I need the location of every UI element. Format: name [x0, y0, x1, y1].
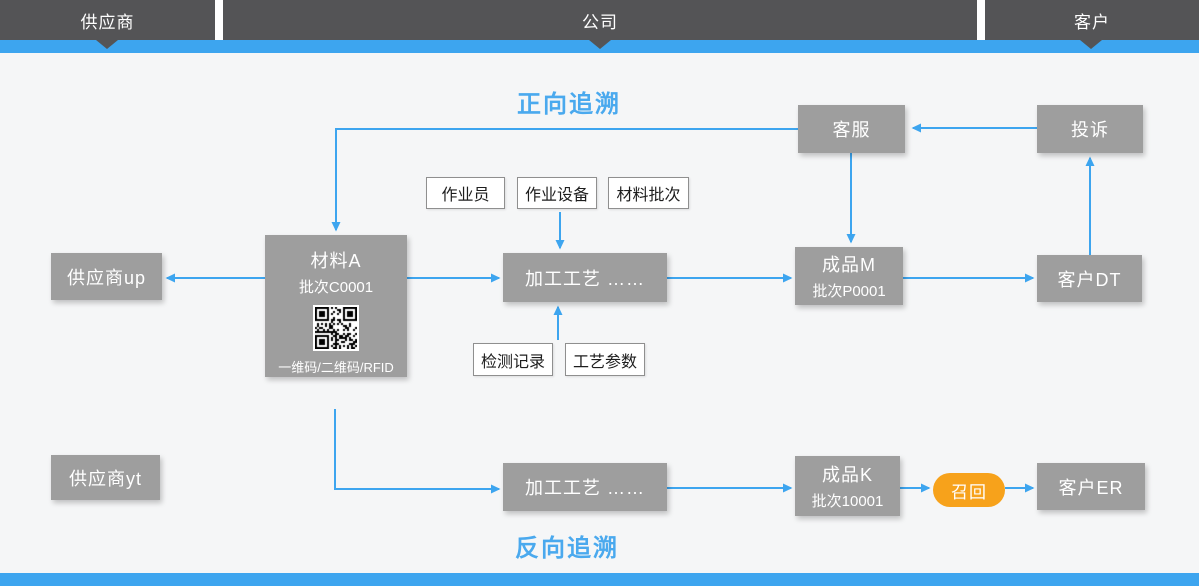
- node-material-a-code-label: 一维码/二维码/RFID: [278, 360, 394, 375]
- lane-company-label: 公司: [582, 12, 618, 32]
- qr-code: [313, 305, 359, 351]
- lane-customer-label: 客户: [1074, 12, 1110, 32]
- tag-equipment-label: 作业设备: [524, 187, 589, 204]
- tag-material-batch-label: 材料批次: [616, 187, 681, 204]
- node-product-m-batch: 批次P0001: [812, 283, 886, 300]
- node-product-m-name: 成品M: [822, 255, 876, 275]
- lane-pointer-customer-icon: [1080, 40, 1102, 49]
- node-process-1: 加工工艺 ……: [503, 253, 667, 302]
- tag-process-params: 工艺参数: [565, 343, 645, 376]
- tag-inspection-record: 检测记录: [473, 343, 553, 376]
- recall-badge: 召回: [933, 473, 1005, 507]
- node-material-a-batch: 批次C0001: [298, 279, 374, 296]
- lane-pointer-company-icon: [589, 40, 611, 49]
- tag-process-params-label: 工艺参数: [572, 353, 637, 371]
- node-supplier-up-label: 供应商up: [66, 267, 147, 288]
- lane-customer: 客户: [985, 0, 1199, 40]
- node-process-1-label: 加工工艺 ……: [524, 268, 645, 289]
- lane-company: 公司: [223, 0, 977, 40]
- connector-material-to-process2: [334, 409, 501, 494]
- tag-operator-label: 作业员: [441, 187, 490, 204]
- node-material-a: 材料A 批次C0001 一维码/二维码/RFID: [265, 235, 407, 377]
- node-product-m: 成品M 批次P0001: [795, 247, 903, 305]
- tag-equipment: 作业设备: [517, 177, 597, 209]
- forward-trace-title: 正向追溯: [517, 91, 621, 118]
- node-supplier-yt-label: 供应商yt: [68, 468, 142, 489]
- lane-pointer-supplier-icon: [96, 40, 118, 49]
- lane-supplier: 供应商: [0, 0, 215, 40]
- bottom-blue-bar: [0, 573, 1199, 586]
- node-customer-dt-label: 客户DT: [1057, 269, 1122, 290]
- node-customer-er: 客户ER: [1037, 463, 1145, 510]
- connector-service-to-material: [331, 128, 798, 232]
- backward-trace-title: 反向追溯: [515, 535, 619, 562]
- node-supplier-up: 供应商up: [51, 253, 162, 300]
- node-complaint-label: 投诉: [1071, 120, 1109, 140]
- tag-material-batch: 材料批次: [608, 177, 689, 209]
- node-supplier-yt: 供应商yt: [51, 455, 160, 500]
- node-customer-er-label: 客户ER: [1058, 477, 1124, 498]
- node-product-k-batch: 批次10001: [811, 493, 884, 510]
- node-process-2-label: 加工工艺 ……: [524, 478, 645, 498]
- node-product-k: 成品K 批次10001: [795, 456, 900, 516]
- tag-inspection-record-label: 检测记录: [480, 353, 545, 371]
- node-process-2: 加工工艺 ……: [503, 463, 667, 511]
- node-product-k-name: 成品K: [821, 465, 873, 485]
- node-customer-service: 客服: [798, 105, 905, 153]
- node-complaint: 投诉: [1037, 105, 1143, 153]
- lane-supplier-label: 供应商: [80, 12, 135, 32]
- node-customer-dt: 客户DT: [1037, 255, 1142, 302]
- tag-operator: 作业员: [426, 177, 505, 209]
- node-material-a-name: 材料A: [310, 251, 362, 271]
- node-customer-service-label: 客服: [832, 120, 871, 140]
- recall-badge-label: 召回: [951, 482, 987, 502]
